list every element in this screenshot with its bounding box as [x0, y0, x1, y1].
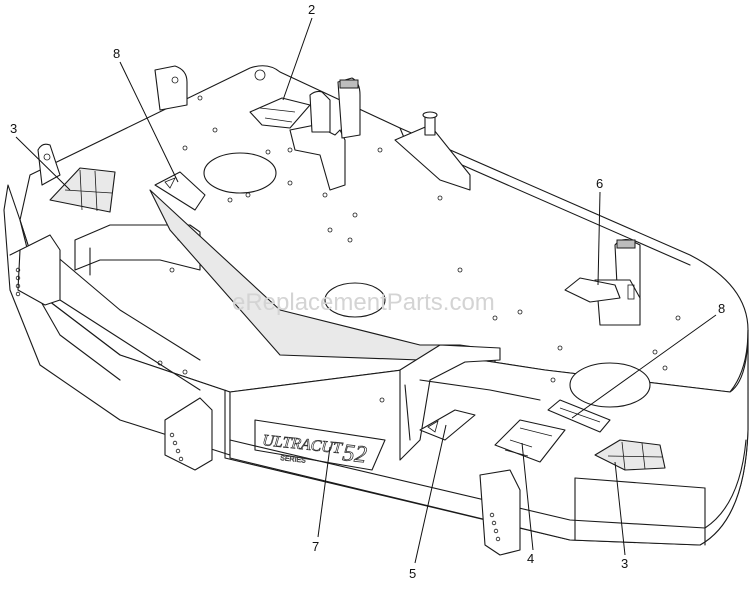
callout-8-right: 8: [718, 301, 725, 316]
callout-2: 2: [308, 2, 315, 17]
decal-2: [249, 97, 311, 129]
decal-8-right: [547, 399, 611, 433]
decal-4: [494, 419, 566, 463]
front-right-bracket: [479, 469, 521, 556]
callout-7: 7: [312, 539, 319, 554]
logo-series: SERIES: [280, 455, 307, 465]
spindle-holes: [203, 152, 651, 408]
callout-6: 6: [596, 176, 603, 191]
decal-5: [419, 409, 476, 441]
rear-brackets: [289, 77, 471, 191]
spindle-hole-left: [203, 152, 277, 194]
callout-3-right: 3: [621, 556, 628, 571]
leader-lines: [15, 17, 717, 564]
callout-8-left: 8: [113, 46, 120, 61]
grip-pads: [49, 167, 666, 471]
grip-pad-right: [594, 439, 666, 471]
callout-labels: 2 8 3 6 8 7 5 4 3: [10, 2, 725, 581]
callout-4: 4: [527, 551, 534, 566]
logo-size: 52: [341, 440, 368, 468]
spindle-hole-right: [569, 362, 651, 408]
bolt-holes: [157, 69, 681, 403]
left-mount-brackets: [9, 65, 213, 471]
grip-pad-left: [49, 167, 116, 213]
spindle-hole-center: [324, 282, 386, 318]
callout-3-left: 3: [10, 121, 17, 136]
ultracut-logo: [254, 419, 386, 471]
watermark: eReplacementParts.com: [232, 289, 495, 316]
decal-8-left: [154, 171, 206, 211]
decal-6: [564, 277, 621, 303]
callout-5: 5: [409, 566, 416, 581]
belt-channel: [149, 189, 541, 461]
